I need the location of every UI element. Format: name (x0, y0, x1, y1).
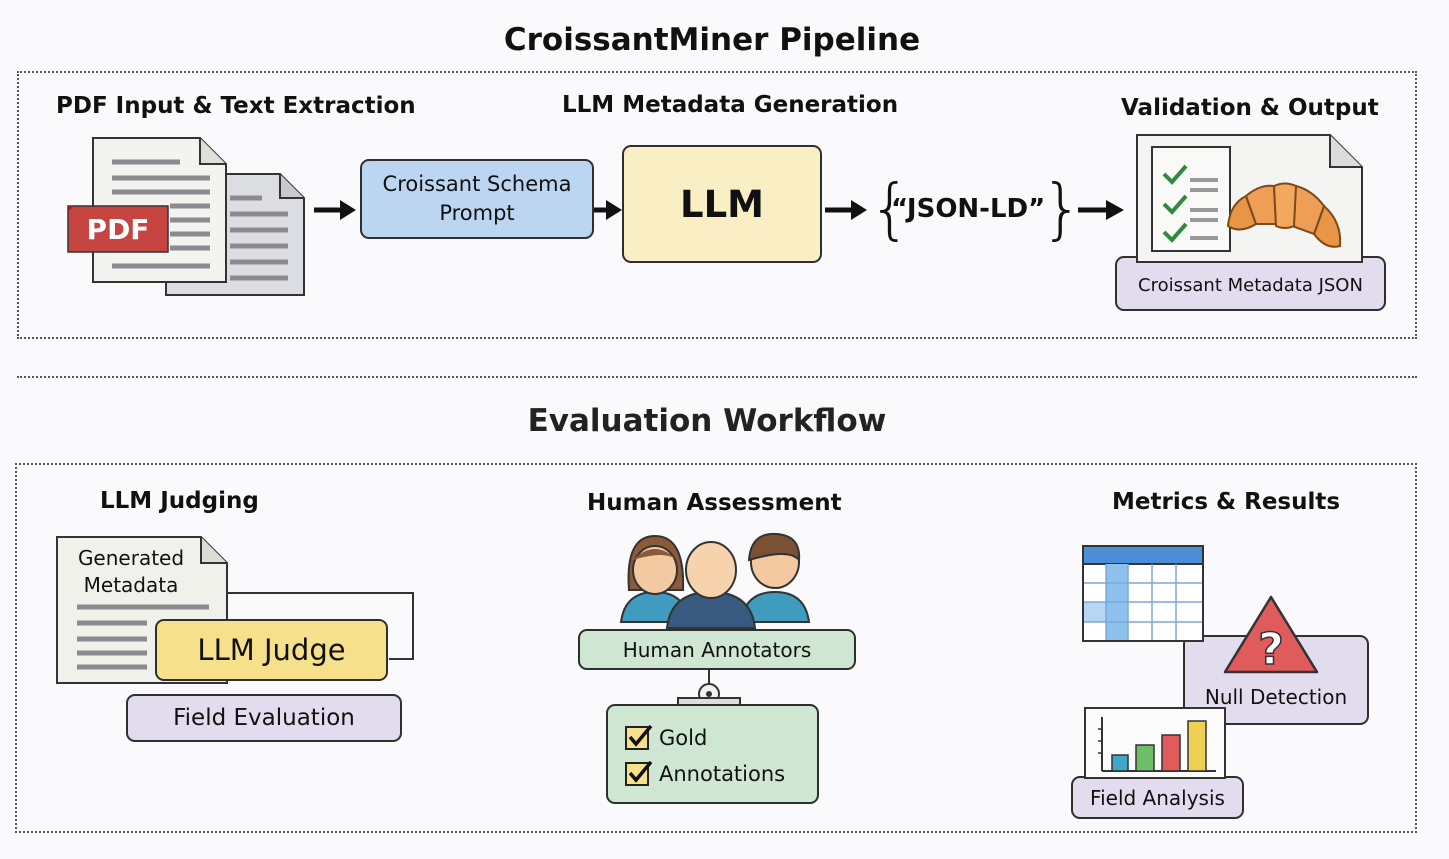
svg-text:?: ? (1258, 624, 1284, 675)
croissant-metadata-json-label: Croissant Metadata JSON (1115, 256, 1386, 311)
human-assessment-heading: Human Assessment (587, 490, 842, 516)
metrics-results-heading: Metrics & Results (1112, 489, 1341, 515)
human-annotators-icon (619, 532, 811, 629)
llm-judging-heading: LLM Judging (100, 488, 259, 514)
metrics-table-icon (1082, 545, 1204, 642)
gold-label: Gold (659, 726, 708, 750)
pdf-badge: PDF (86, 212, 150, 246)
gold-annotations-clipboard (606, 704, 819, 804)
json-ld-label: “JSON-LD” (891, 194, 1046, 224)
field-analysis-box: Field Analysis (1071, 776, 1244, 819)
annotations-label: Annotations (659, 762, 786, 786)
evaluation-title: Evaluation Workflow (527, 403, 887, 439)
llm-box: LLM (622, 145, 822, 263)
croissant-schema-prompt-box: Croissant Schema Prompt (360, 159, 594, 239)
arrow-icon (1078, 200, 1124, 220)
pipeline-frame (17, 71, 1417, 339)
bar-chart-icon (1084, 707, 1226, 779)
llm-section-heading: LLM Metadata Generation (562, 92, 899, 118)
field-evaluation-box: Field Evaluation (126, 694, 402, 742)
left-brace-icon: { (869, 170, 911, 247)
pdf-documents-icon (67, 137, 305, 296)
human-annotators-box: Human Annotators (578, 629, 856, 670)
pipeline-title: CroissantMiner Pipeline (503, 22, 921, 58)
llm-judge-box: LLM Judge (155, 619, 388, 681)
pdf-section-heading: PDF Input & Text Extraction (56, 93, 416, 119)
section-divider (17, 376, 1417, 378)
right-brace-icon: } (1041, 170, 1083, 247)
checkbox-checked-icon (625, 724, 653, 750)
generated-metadata-label: Generated Metadata (77, 546, 185, 597)
arrow-icon (314, 200, 356, 220)
warning-question-icon: ? (1223, 595, 1319, 676)
checkbox-checked-icon (625, 760, 653, 786)
validation-section-heading: Validation & Output (1121, 95, 1379, 121)
arrow-icon (594, 200, 622, 220)
evaluation-frame (15, 463, 1417, 833)
croissant-document-icon (1136, 134, 1363, 263)
arrow-icon (825, 200, 867, 220)
